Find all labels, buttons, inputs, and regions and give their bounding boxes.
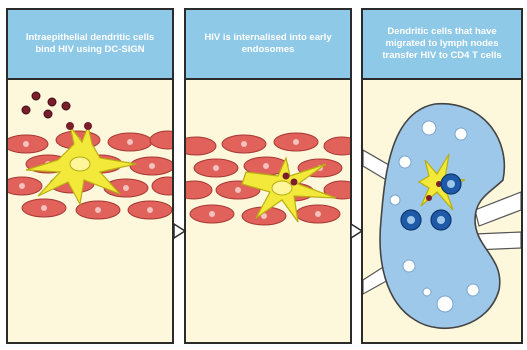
- panel-binding: Intraepithelial dendritic cells bind HIV…: [6, 8, 174, 344]
- arrow-right-icon: [350, 222, 364, 240]
- binding-illustration: [8, 80, 172, 344]
- lymph-node-illustration: [363, 80, 521, 344]
- panel-internalisation: HIV is internalised into early endosomes: [184, 8, 352, 344]
- hiv-virions: [22, 92, 70, 118]
- internalisation-illustration: [186, 80, 350, 344]
- panel-caption: Intraepithelial dendritic cells bind HIV…: [8, 10, 172, 80]
- panel-caption: Dendritic cells that have migrated to ly…: [363, 10, 521, 80]
- arrow-right-icon: [173, 222, 187, 240]
- panel-transfer: Dendritic cells that have migrated to ly…: [361, 8, 523, 344]
- caption-text: HIV is internalised into early endosomes: [194, 32, 342, 56]
- caption-text: Intraepithelial dendritic cells bind HIV…: [16, 32, 164, 56]
- caption-text: Dendritic cells that have migrated to ly…: [371, 26, 513, 62]
- panel-caption: HIV is internalised into early endosomes: [186, 10, 350, 80]
